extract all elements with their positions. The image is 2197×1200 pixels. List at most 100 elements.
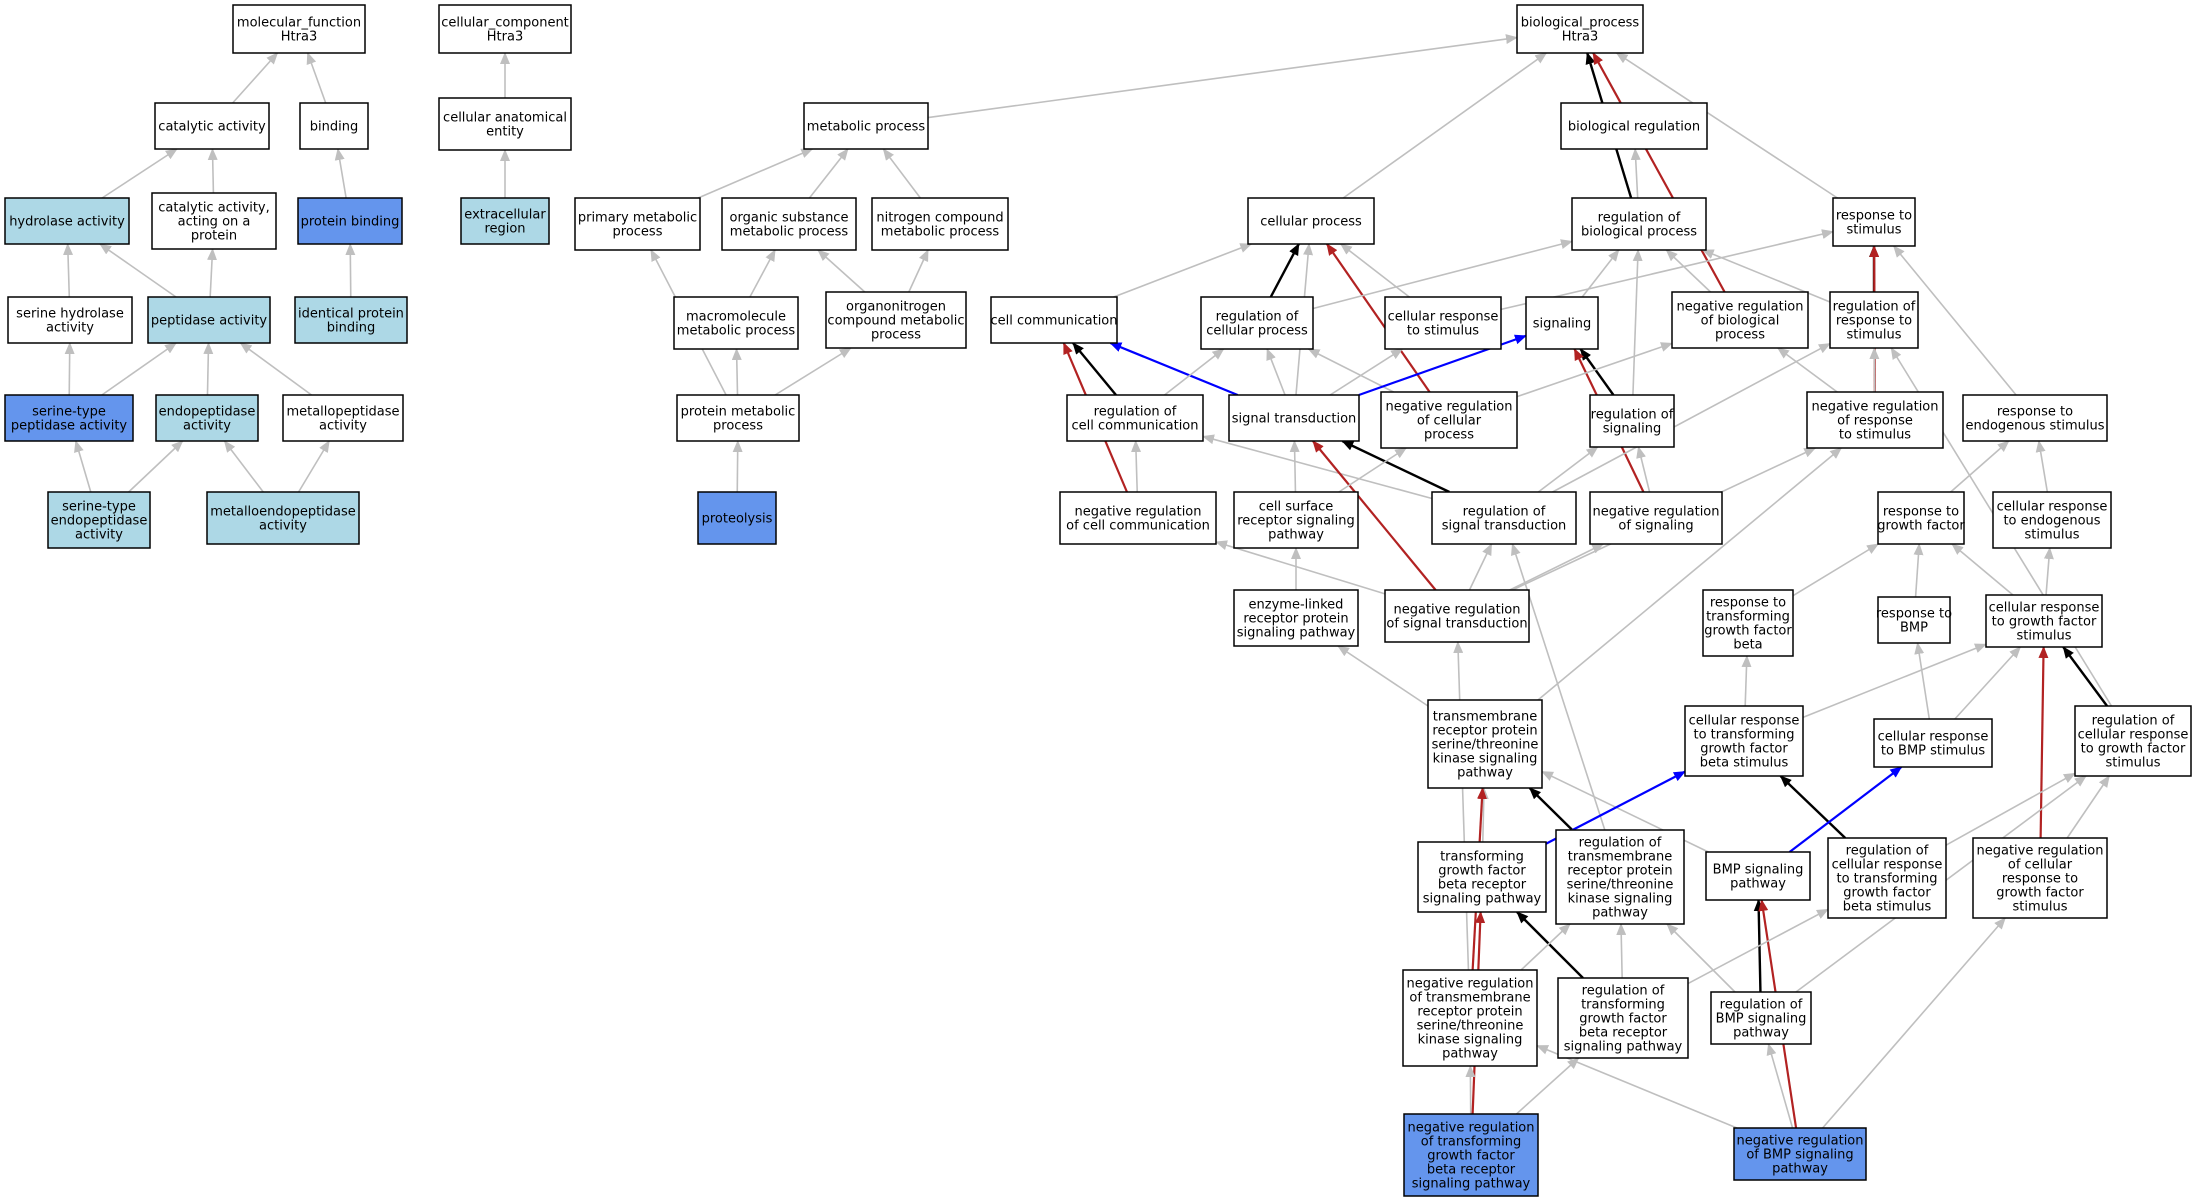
- term-label-line: to growth factor: [1992, 615, 2097, 630]
- edge-is-a-cellresptgfb-to-resptgfb: [1741, 655, 1752, 707]
- term-label-line: growth factor: [1438, 864, 1526, 879]
- term-node-bioreg[interactable]: biological regulation: [1560, 102, 1708, 150]
- term-box: [1200, 296, 1314, 350]
- term-label-line: binding: [310, 120, 358, 135]
- edge-is-a-negregst-to-regst: [1468, 543, 1493, 591]
- term-label-line: cellular response: [1832, 858, 1943, 873]
- term-label-line: macromolecule: [686, 310, 786, 325]
- term-label-line: growth factor: [1843, 886, 1931, 901]
- edge-is-a-identbind-to-protbind: [345, 243, 356, 298]
- term-node-catact[interactable]: catalytic activity: [154, 102, 270, 150]
- edge-is-a-serendo-to-sertype: [74, 440, 92, 493]
- edge-is-a-csrsp-to-negregcell: [1338, 447, 1407, 493]
- edge-is-a-pept-to-catprot: [207, 248, 218, 298]
- term-box: [1516, 4, 1644, 54]
- term-node-sigtrans[interactable]: signal transduction: [1228, 394, 1360, 442]
- term-node-hydro[interactable]: hydrolase activity: [4, 197, 130, 245]
- term-node-metab[interactable]: metabolic process: [803, 102, 929, 150]
- term-label-line: regulation of: [1720, 998, 1803, 1013]
- term-node-cellcomm[interactable]: cell communication: [990, 296, 1118, 344]
- edge-is-a-negregbmpsp-to-regbmpsp: [1766, 1043, 1794, 1129]
- term-label-line: proteolysis: [702, 512, 773, 527]
- term-node-cellproc[interactable]: cellular process: [1247, 197, 1375, 245]
- term-node-proteolysis[interactable]: proteolysis: [697, 491, 777, 545]
- term-box: [1877, 596, 1951, 644]
- term-label-line: process: [871, 328, 921, 343]
- edge-is-a-tmrpsk-to-elrsp: [1337, 645, 1429, 707]
- term-node-binding[interactable]: binding: [299, 102, 369, 150]
- term-box: [438, 4, 572, 54]
- term-box: [1972, 837, 2108, 919]
- term-label-line: activity: [46, 321, 94, 336]
- term-box: [825, 291, 967, 349]
- term-node-pept[interactable]: peptidase activity: [147, 296, 271, 344]
- term-box: [1228, 394, 1360, 442]
- term-label-line: identical protein: [298, 307, 404, 322]
- edge-is-a-nitro-to-metab: [882, 148, 922, 199]
- term-label-line: process: [1424, 428, 1474, 443]
- term-node-signaling[interactable]: signaling: [1525, 296, 1599, 350]
- term-node-protbind[interactable]: protein binding: [297, 197, 403, 245]
- edge-is-a-regresp-to-regbio: [1701, 249, 1831, 303]
- edge-is-a-negregcell-to-negregbio: [1516, 342, 1673, 398]
- edge-is-a-regbmpsp-to-regtmrpsk: [1666, 923, 1736, 993]
- term-label-line: stimulus: [2024, 528, 2079, 543]
